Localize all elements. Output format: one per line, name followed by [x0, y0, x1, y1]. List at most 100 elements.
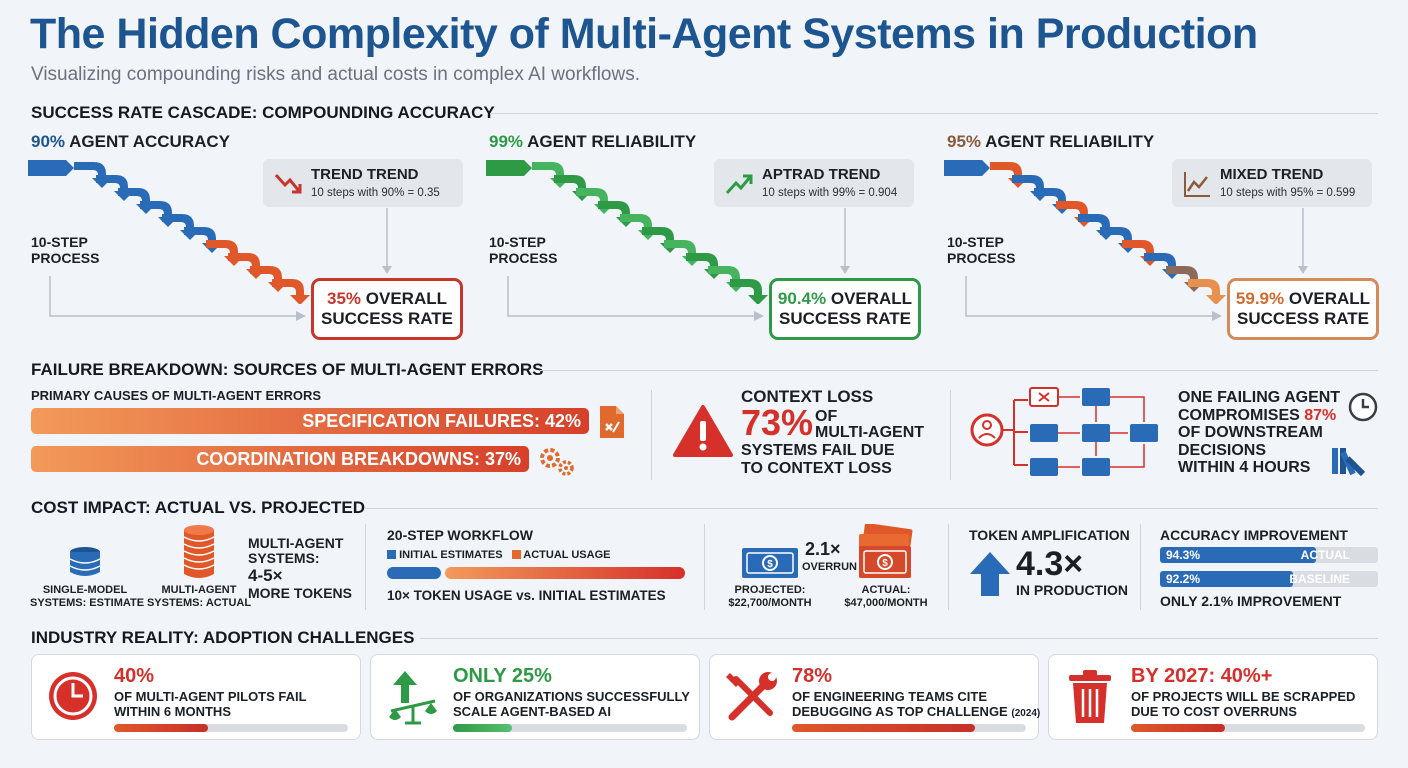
- industry-card-scrapped: BY 2027: 40%+ OF PROJECTS WILL BE SCRAPP…: [1048, 654, 1378, 740]
- card-progress-fill: [1131, 724, 1225, 732]
- panel-title-text: AGENT ACCURACY: [69, 132, 230, 151]
- step-chain-diagram: [944, 160, 1226, 304]
- industry-section-title: INDUSTRY REALITY: ADOPTION CHALLENGES: [31, 628, 415, 647]
- trend-connector: [382, 208, 392, 274]
- accuracy-baseline-value: 92.2%: [1166, 572, 1201, 586]
- step-arrow: [28, 160, 74, 176]
- divider: [365, 524, 366, 610]
- token-note: IN PRODUCTION: [1016, 582, 1128, 598]
- overrun-value: 2.1×: [805, 539, 841, 559]
- result-percent: 59.9%: [1235, 289, 1285, 308]
- trend-connector: [1298, 208, 1308, 274]
- divider: [950, 390, 951, 480]
- context-text-3: MULTI-AGENT: [815, 424, 925, 441]
- panel-title: 95% AGENT RELIABILITY: [947, 132, 1154, 152]
- result-text-line2: SUCCESS RATE: [1237, 309, 1369, 328]
- overrun-label: OVERRUN: [802, 561, 858, 573]
- scale-growth-icon: [389, 671, 437, 725]
- cascade-panel-90: 90% AGENT ACCURACY 10-STEP PROCESS TREND…: [0, 128, 470, 348]
- section-divider: [540, 370, 1378, 371]
- result-text-line2: SUCCESS RATE: [779, 309, 911, 328]
- card-stat: 40%: [114, 665, 155, 687]
- accuracy-title: ACCURACY IMPROVEMENT: [1160, 527, 1348, 543]
- page-subtitle: Visualizing compounding risks and actual…: [31, 64, 640, 85]
- panel-title-text: AGENT RELIABILITY: [985, 132, 1155, 151]
- workflow-legend: INITIAL ESTIMATES ACTUAL USAGE: [387, 549, 610, 561]
- warning-icon: [673, 405, 733, 457]
- trend-subtitle: 10 steps with 99% = 0.904: [762, 187, 898, 199]
- legend-initial: INITIAL ESTIMATES: [399, 549, 503, 561]
- accuracy-actual-value: 94.3%: [1166, 548, 1201, 562]
- card-progress-track: [114, 724, 348, 732]
- step-chain-diagram: [28, 160, 310, 304]
- workflow-title: 20-STEP WORKFLOW: [387, 527, 533, 543]
- section-divider: [420, 638, 1378, 639]
- downstream-impact-text: ONE FAILING AGENT COMPROMISES 87% OF DOW…: [1178, 389, 1340, 477]
- result-percent: 90.4%: [777, 289, 827, 308]
- downstream-text-4: DECISIONS: [1178, 441, 1267, 459]
- specification-failures-bar: SPECIFICATION FAILURES: 42%: [31, 408, 589, 434]
- step-arrow: [1188, 279, 1226, 304]
- steps-label: 10-STEP PROCESS: [947, 234, 1016, 266]
- result-percent: 35%: [327, 289, 362, 308]
- panel-percent: 90%: [31, 132, 66, 151]
- database-icon-multi: [183, 525, 215, 578]
- multi-agent-tokens-text: MULTI-AGENT SYSTEMS: 4-5× MORE TOKENS: [248, 535, 352, 601]
- divider: [948, 524, 949, 610]
- trend-down-icon: [274, 173, 302, 194]
- workflow-note: 10× TOKEN USAGE vs. INITIAL ESTIMATES: [387, 588, 666, 603]
- projected-cost-label: PROJECTED:$22,700/MONTH: [728, 584, 812, 609]
- actual-cost-label: ACTUAL:$47,000/MONTH: [844, 584, 928, 609]
- legend-swatch-actual: [511, 550, 521, 559]
- card-progress-fill: [792, 724, 975, 732]
- svg-text:$: $: [767, 559, 773, 570]
- result-text-line2: SUCCESS RATE: [321, 309, 453, 328]
- process-bracket: [507, 276, 764, 321]
- token-value: 4.3×: [1016, 545, 1084, 583]
- gears-icon: [540, 448, 574, 476]
- cash-projected-icon: $: [742, 548, 798, 578]
- downstream-text-3: OF DOWNSTREAM: [1178, 424, 1323, 441]
- process-bracket: [965, 276, 1222, 321]
- accuracy-baseline-fill: [1160, 571, 1293, 587]
- accuracy-actual-label: ACTUAL: [1300, 548, 1350, 562]
- trend-subtitle: 10 steps with 95% = 0.599: [1220, 187, 1356, 199]
- divider: [1140, 524, 1141, 610]
- step-chain-diagram: [486, 160, 768, 304]
- downstream-text-1: ONE FAILING AGENT: [1178, 389, 1341, 406]
- card-progress-track: [792, 724, 1026, 732]
- card-progress-fill: [114, 724, 208, 732]
- divider: [704, 524, 705, 610]
- trend-connector: [840, 208, 850, 274]
- trend-subtitle: 10 steps with 90% = 0.35: [311, 187, 440, 199]
- steps-label: 10-STEP PROCESS: [31, 234, 100, 266]
- trend-title: APTRAD TREND: [762, 166, 881, 183]
- cascade-panel-95: 95% AGENT RELIABILITY 10-STEP PROCESS MI…: [916, 128, 1396, 348]
- trash-icon: [1069, 670, 1111, 723]
- accuracy-note: ONLY 2.1% IMPROVEMENT: [1160, 593, 1342, 609]
- context-text-5: TO CONTEXT LOSS: [741, 460, 892, 477]
- accuracy-actual-track: 94.3% ACTUAL: [1160, 547, 1378, 563]
- downstream-text-5: WITHIN 4 HOURS: [1178, 459, 1311, 476]
- context-percent: 73%: [741, 402, 814, 443]
- initial-estimate-bar: [387, 567, 441, 579]
- step-arrow: [272, 279, 310, 304]
- coordination-breakdowns-bar: COORDINATION BREAKDOWNS: 37%: [31, 446, 529, 472]
- downstream-percent: 87%: [1304, 406, 1337, 424]
- trend-box: MIXED TREND 10 steps with 95% = 0.599: [1172, 159, 1372, 207]
- context-title: CONTEXT LOSS: [741, 387, 874, 406]
- step-arrow: [486, 160, 532, 176]
- legend-actual: ACTUAL USAGE: [523, 549, 611, 561]
- section-divider: [490, 113, 1378, 114]
- trend-up-icon: [725, 174, 753, 195]
- legend-swatch-initial: [387, 550, 396, 559]
